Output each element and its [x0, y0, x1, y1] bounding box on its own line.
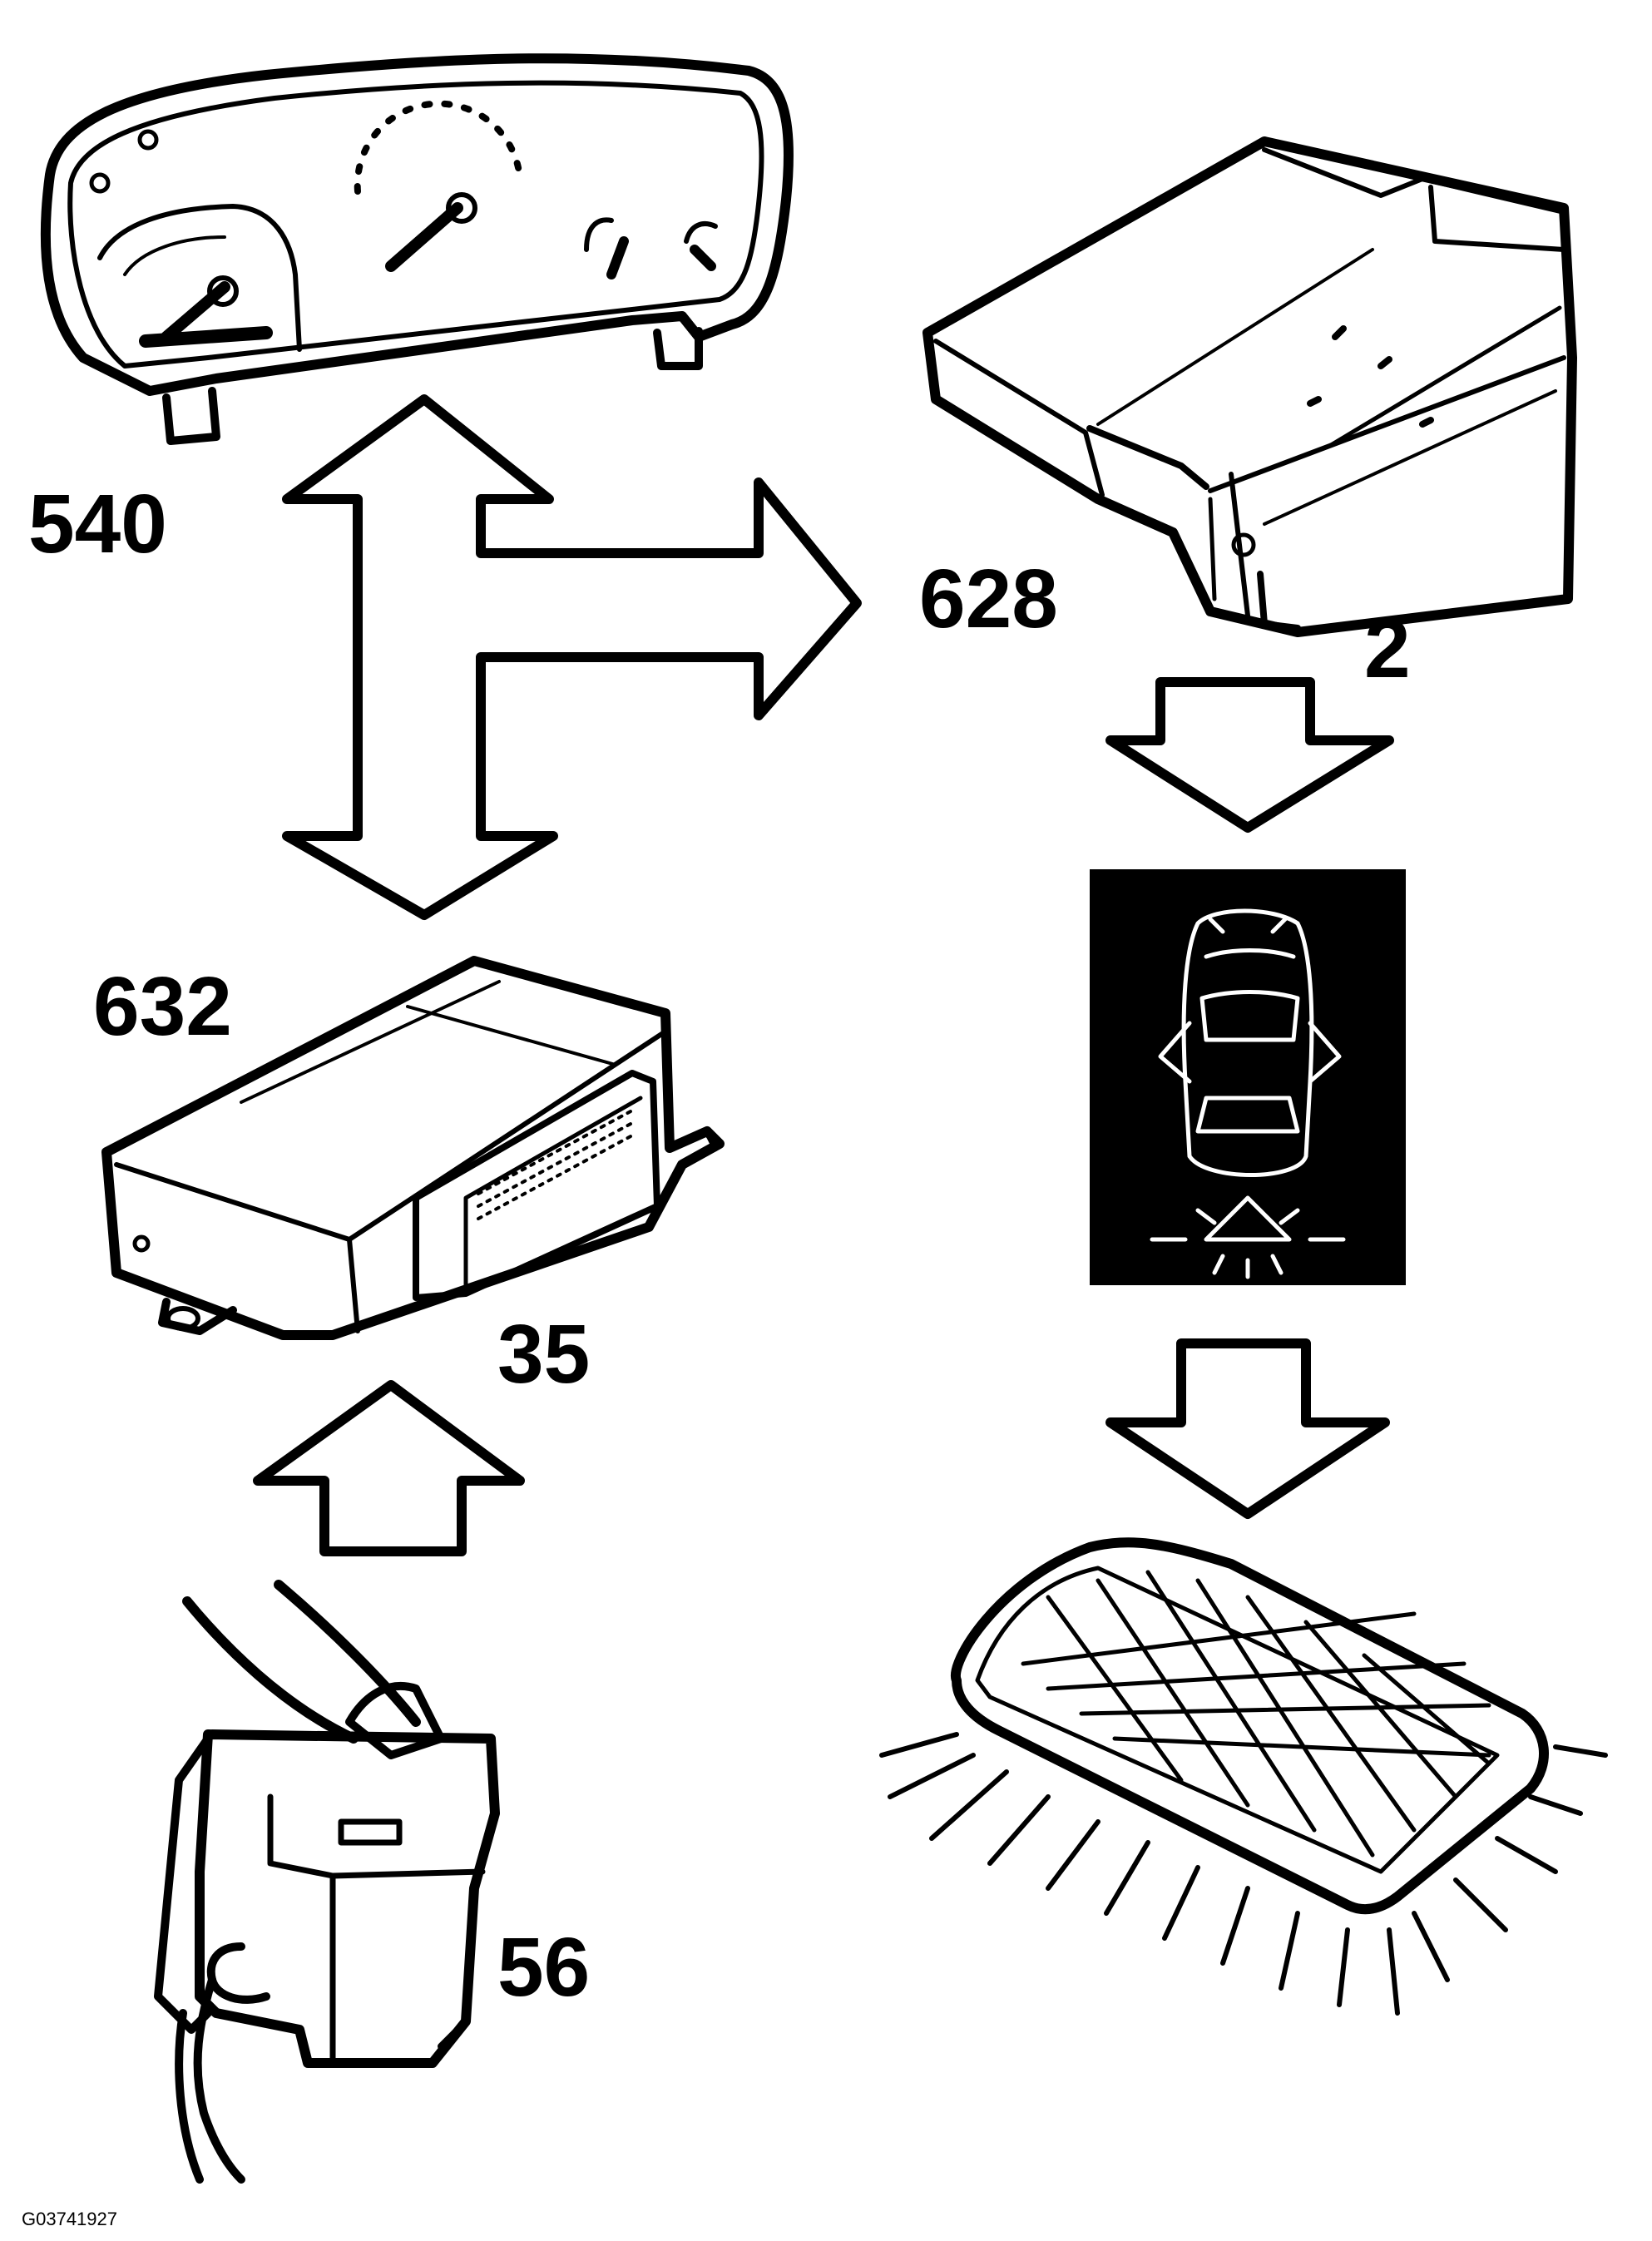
- signal-arrow-down-2: [1105, 1338, 1390, 1519]
- figure-code: G03741927: [22, 2209, 117, 2229]
- label-35: 35: [497, 1308, 591, 1401]
- courtesy-lamp-icon: [879, 1537, 1608, 2016]
- label-540: 540: [28, 477, 167, 571]
- control-module-icon: [922, 136, 1577, 637]
- door-switch-icon: [154, 1580, 500, 2184]
- signal-arrow-cross: [282, 394, 862, 920]
- label-2: 2: [1364, 602, 1411, 695]
- car-door-open-warning-icon: [1090, 869, 1406, 1285]
- control-module-icon: [101, 956, 725, 1340]
- instrument-cluster-icon: [40, 53, 794, 445]
- label-628: 628: [919, 552, 1058, 646]
- signal-arrow-down-1: [1105, 677, 1394, 833]
- label-56: 56: [497, 1921, 591, 2014]
- label-632: 632: [93, 960, 232, 1053]
- signal-arrow-up: [253, 1380, 525, 1556]
